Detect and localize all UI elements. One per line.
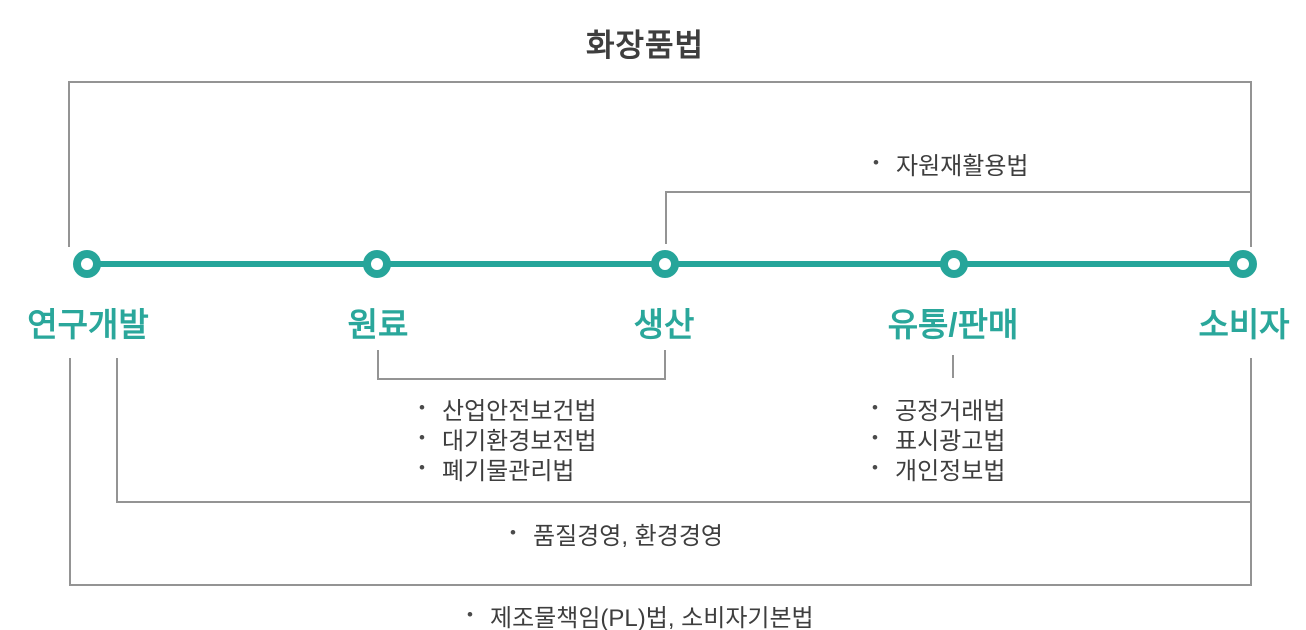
stage-label-consumer: 소비자 bbox=[1198, 306, 1290, 343]
bullet-icon: • bbox=[419, 398, 425, 417]
bracket-cosmetics-right bbox=[1250, 81, 1252, 247]
timeline-node-distribution bbox=[940, 250, 968, 278]
bullet-icon: • bbox=[872, 458, 878, 477]
bracket-quality-management-left bbox=[116, 358, 118, 503]
law-list-resource-recycling: • 자원재활용법 bbox=[870, 148, 1029, 180]
law-item-label: 공정거래법 bbox=[895, 397, 1006, 425]
timeline-node-production bbox=[651, 250, 679, 278]
bracket-product-liability-left bbox=[69, 358, 71, 586]
stage-label-production: 생산 bbox=[633, 306, 695, 343]
law-item-label: 산업안전보건법 bbox=[442, 397, 597, 425]
stage-label-rnd: 연구개발 bbox=[27, 306, 149, 343]
bullet-icon: • bbox=[419, 428, 425, 447]
bullet-icon: • bbox=[873, 153, 879, 172]
law-list-materials-production: • 산업안전보건법 • 대기환경보전법 • 폐기물관리법 bbox=[416, 393, 597, 485]
law-item-label: 개인정보법 bbox=[895, 457, 1006, 485]
bullet-icon: • bbox=[510, 523, 516, 542]
connector-distribution-tick bbox=[952, 355, 954, 378]
list-item: • 폐기물관리법 bbox=[416, 453, 597, 485]
bracket-product-liability-bottom bbox=[69, 584, 1252, 586]
timeline-node-materials bbox=[363, 250, 391, 278]
bracket-cosmetics-left bbox=[68, 81, 70, 247]
law-list-product-liability: • 제조물책임(PL)법, 소비자기본법 bbox=[464, 600, 814, 630]
bracket-materials-production-bottom bbox=[377, 378, 666, 380]
stage-label-distribution: 유통/판매 bbox=[887, 306, 1019, 343]
law-item-label: 품질경영, 환경경영 bbox=[533, 522, 723, 550]
list-item: • 자원재활용법 bbox=[870, 148, 1029, 180]
stage-label-materials: 원료 bbox=[347, 306, 409, 343]
bracket-bottom-right bbox=[1250, 358, 1252, 586]
list-item: • 대기환경보전법 bbox=[416, 423, 597, 455]
law-item-label: 표시광고법 bbox=[895, 427, 1006, 455]
list-item: • 품질경영, 환경경영 bbox=[507, 518, 723, 550]
page-title: 화장품법 bbox=[585, 28, 705, 63]
list-item: • 개인정보법 bbox=[869, 453, 1006, 485]
bracket-cosmetics-top bbox=[68, 81, 1252, 83]
law-list-distribution-sales: • 공정거래법 • 표시광고법 • 개인정보법 bbox=[869, 393, 1006, 485]
timeline-node-rnd bbox=[73, 250, 101, 278]
law-item-label: 대기환경보전법 bbox=[442, 427, 597, 455]
list-item: • 제조물책임(PL)법, 소비자기본법 bbox=[464, 600, 814, 630]
bullet-icon: • bbox=[467, 605, 473, 624]
law-list-quality-management: • 품질경영, 환경경영 bbox=[507, 518, 723, 550]
law-item-label: 폐기물관리법 bbox=[442, 457, 575, 485]
bracket-quality-management-bottom bbox=[116, 501, 1252, 503]
list-item: • 공정거래법 bbox=[869, 393, 1006, 425]
law-item-label: 자원재활용법 bbox=[896, 152, 1029, 180]
bullet-icon: • bbox=[872, 428, 878, 447]
bracket-materials-production-left bbox=[377, 350, 379, 380]
timeline-node-consumer bbox=[1229, 250, 1257, 278]
list-item: • 표시광고법 bbox=[869, 423, 1006, 455]
list-item: • 산업안전보건법 bbox=[416, 393, 597, 425]
law-item-label: 제조물책임(PL)법, 소비자기본법 bbox=[490, 604, 814, 630]
bracket-materials-production-right bbox=[664, 350, 666, 380]
bracket-resource-recycling-top bbox=[665, 191, 1252, 193]
bracket-resource-recycling-left bbox=[665, 191, 667, 244]
bullet-icon: • bbox=[419, 458, 425, 477]
bullet-icon: • bbox=[872, 398, 878, 417]
